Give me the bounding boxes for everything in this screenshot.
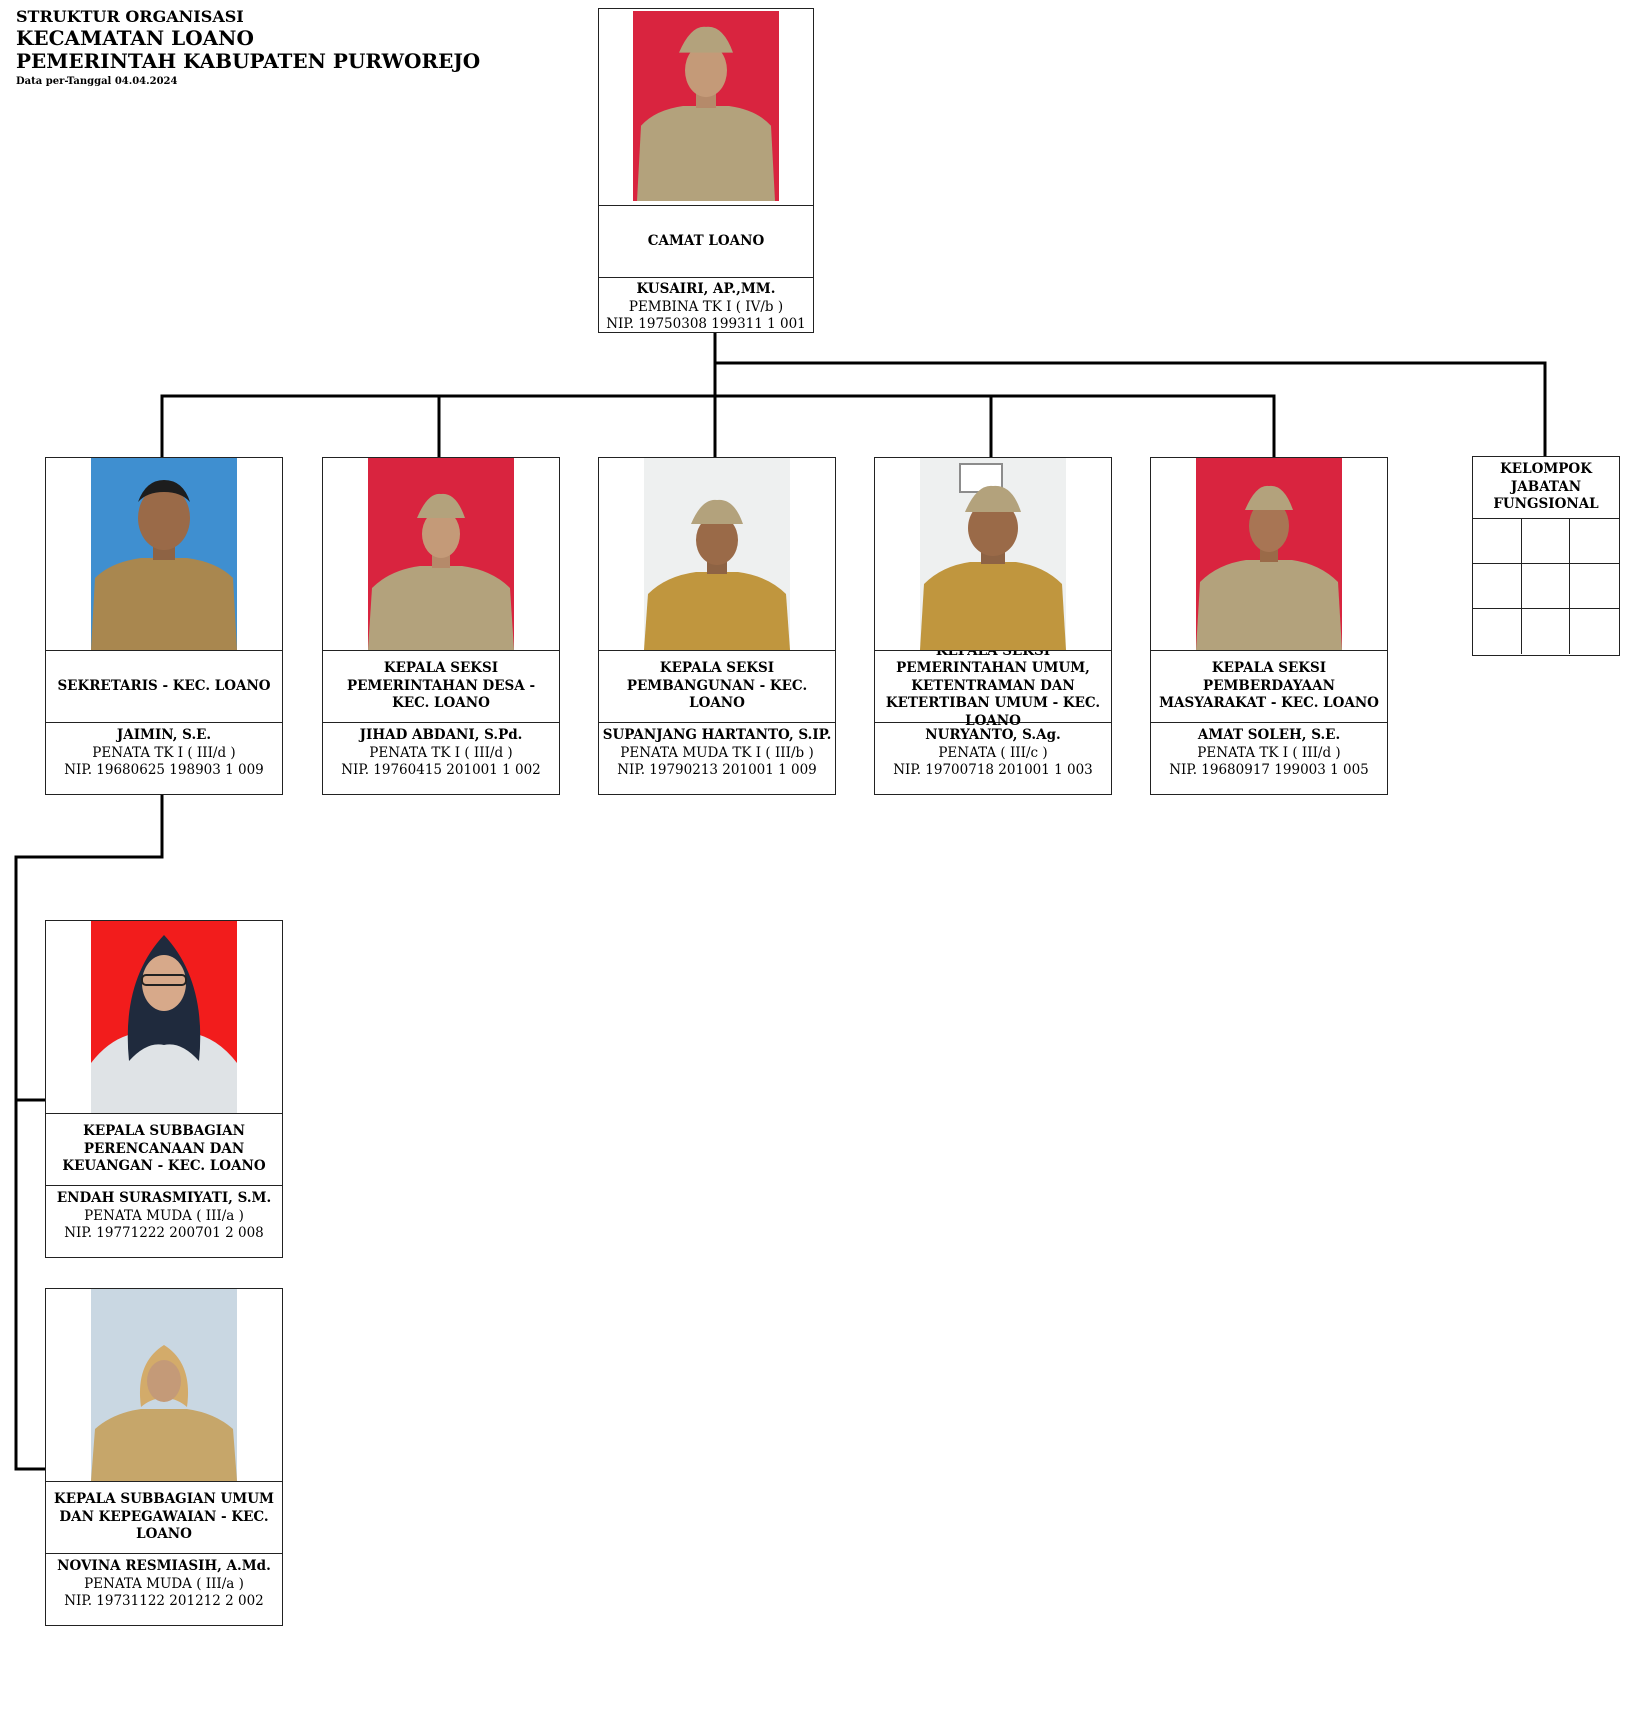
kasubag-perencanaan-role: KEPALA SUBBAGIAN PERENCANAAN DAN KEUANGA… [46, 1114, 282, 1186]
camat-info: KUSAIRI, AP.,MM. PEMBINA TK I ( IV/b ) N… [599, 278, 813, 334]
kasi-pemberdayaan-photo [1196, 458, 1342, 650]
kasi-pemberdayaan-card: KEPALA SEKSI PEMBERDAYAAN MASYARAKAT - K… [1150, 457, 1388, 795]
government-name: PEMERINTAH KABUPATEN PURWOREJO [16, 49, 481, 74]
camat-name: KUSAIRI, AP.,MM. [636, 281, 776, 297]
fungsional-cell [1522, 609, 1571, 654]
camat-rank: PEMBINA TK I ( IV/b ) [628, 298, 784, 315]
camat-card: CAMAT LOANO KUSAIRI, AP.,MM. PEMBINA TK … [598, 8, 814, 333]
kasi-pemberdayaan-photo-area [1151, 458, 1387, 651]
fungsional-cell [1521, 564, 1571, 609]
camat-photo [633, 11, 779, 201]
sekretaris-card: SEKRETARIS - KEC. LOANO JAIMIN, S.E. PEN… [45, 457, 283, 795]
fungsional-box: KELOMPOK JABATAN FUNGSIONAL [1472, 456, 1620, 656]
kasi-pembangunan-rank: PENATA MUDA TK I ( III/b ) [620, 744, 814, 761]
kasubag-perencanaan-rank: PENATA MUDA ( III/a ) [84, 1207, 244, 1224]
fungsional-grid [1473, 519, 1619, 654]
fungsional-cell [1521, 519, 1571, 564]
kasubag-umum-card: KEPALA SUBBAGIAN UMUM DAN KEPEGAWAIAN - … [45, 1288, 283, 1626]
sekretaris-name: JAIMIN, S.E. [116, 727, 212, 743]
chart-header: STRUKTUR ORGANISASI KECAMATAN LOANO PEME… [16, 7, 481, 88]
kasubag-umum-role: KEPALA SUBBAGIAN UMUM DAN KEPEGAWAIAN - … [46, 1482, 282, 1554]
fungsional-cell [1570, 519, 1619, 564]
kasi-pembangunan-card: KEPALA SEKSI PEMBANGUNAN - KEC. LOANO SU… [598, 457, 836, 795]
kasi-trantib-photo-area [875, 458, 1111, 651]
kasi-trantib-name: NURYANTO, S.Ag. [925, 727, 1061, 743]
kasubag-perencanaan-photo-area [46, 921, 282, 1114]
chart-title: STRUKTUR ORGANISASI [16, 7, 244, 26]
fungsional-cell [1473, 564, 1522, 609]
kasi-trantib-role: KEPALA SEKSI PEMERINTAHAN UMUM, KETENTRA… [875, 643, 1111, 729]
kasi-pemberdayaan-rank: PENATA TK I ( III/d ) [1197, 744, 1341, 761]
kasi-pemberdayaan-info: AMAT SOLEH, S.E. PENATA TK I ( III/d ) N… [1151, 723, 1387, 780]
kasi-pembangunan-photo-area [599, 458, 835, 651]
kasubag-umum-info: NOVINA RESMIASIH, A.Md. PENATA MUDA ( II… [46, 1554, 282, 1611]
kasi-trantib-info: NURYANTO, S.Ag. PENATA ( III/c ) NIP. 19… [875, 723, 1111, 780]
fungsional-cell [1473, 609, 1522, 654]
kasubag-perencanaan-photo [91, 921, 237, 1113]
kasi-pemdes-rank: PENATA TK I ( III/d ) [369, 744, 513, 761]
kasubag-perencanaan-card: KEPALA SUBBAGIAN PERENCANAAN DAN KEUANGA… [45, 920, 283, 1258]
kasi-trantib-photo [920, 458, 1066, 650]
camat-nip: NIP. 19750308 199311 1 001 [606, 316, 806, 333]
fungsional-cell [1473, 519, 1522, 564]
kasi-pemdes-card: KEPALA SEKSI PEMERINTAHAN DESA - KEC. LO… [322, 457, 560, 795]
kasi-pemdes-role: KEPALA SEKSI PEMERINTAHAN DESA - KEC. LO… [323, 651, 559, 723]
kasi-trantib-card: KEPALA SEKSI PEMERINTAHAN UMUM, KETENTRA… [874, 457, 1112, 795]
camat-photo-area [599, 9, 813, 206]
kasi-trantib-nip: NIP. 19700718 201001 1 003 [893, 762, 1093, 779]
kasubag-perencanaan-info: ENDAH SURASMIYATI, S.M. PENATA MUDA ( II… [46, 1186, 282, 1243]
kasubag-umum-nip: NIP. 19731122 201212 2 002 [64, 1593, 264, 1610]
sekretaris-rank: PENATA TK I ( III/d ) [92, 744, 236, 761]
sekretaris-info: JAIMIN, S.E. PENATA TK I ( III/d ) NIP. … [46, 723, 282, 780]
kasi-pembangunan-role: KEPALA SEKSI PEMBANGUNAN - KEC. LOANO [599, 651, 835, 723]
camat-role: CAMAT LOANO [599, 206, 813, 278]
kasi-pemdes-info: JIHAD ABDANI, S.Pd. PENATA TK I ( III/d … [323, 723, 559, 780]
fungsional-cell [1570, 609, 1619, 654]
kasi-pembangunan-nip: NIP. 19790213 201001 1 009 [617, 762, 817, 779]
sekretaris-photo-area [46, 458, 282, 651]
sekretaris-role: SEKRETARIS - KEC. LOANO [46, 651, 282, 723]
kasubag-umum-rank: PENATA MUDA ( III/a ) [84, 1575, 244, 1592]
kasubag-perencanaan-nip: NIP. 19771222 200701 2 008 [64, 1225, 264, 1242]
kasubag-perencanaan-name: ENDAH SURASMIYATI, S.M. [56, 1190, 272, 1206]
fungsional-cell [1570, 564, 1619, 609]
data-date: Data per-Tanggal 04.04.2024 [16, 76, 178, 88]
fungsional-title: KELOMPOK JABATAN FUNGSIONAL [1473, 457, 1619, 519]
kasubag-umum-photo-area [46, 1289, 282, 1482]
kasi-pemdes-name: JIHAD ABDANI, S.Pd. [359, 727, 523, 743]
kasi-pembangunan-name: SUPANJANG HARTANTO, S.IP. [602, 727, 832, 743]
kasi-pembangunan-info: SUPANJANG HARTANTO, S.IP. PENATA MUDA TK… [599, 723, 835, 780]
kasubag-umum-photo [91, 1289, 237, 1481]
kasubag-umum-name: NOVINA RESMIASIH, A.Md. [57, 1558, 271, 1574]
kasi-pemdes-nip: NIP. 19760415 201001 1 002 [341, 762, 541, 779]
kasi-pemberdayaan-role: KEPALA SEKSI PEMBERDAYAAN MASYARAKAT - K… [1151, 651, 1387, 723]
kasi-pemdes-photo-area [323, 458, 559, 651]
kasi-trantib-rank: PENATA ( III/c ) [938, 744, 1048, 761]
kasi-pemdes-photo [368, 458, 514, 650]
kasi-pemberdayaan-nip: NIP. 19680917 199003 1 005 [1169, 762, 1369, 779]
sekretaris-photo [91, 458, 237, 650]
kasi-pembangunan-photo [644, 458, 790, 650]
kasi-pemberdayaan-name: AMAT SOLEH, S.E. [1197, 727, 1341, 743]
office-name: KECAMATAN LOANO [16, 25, 254, 50]
sekretaris-nip: NIP. 19680625 198903 1 009 [64, 762, 264, 779]
